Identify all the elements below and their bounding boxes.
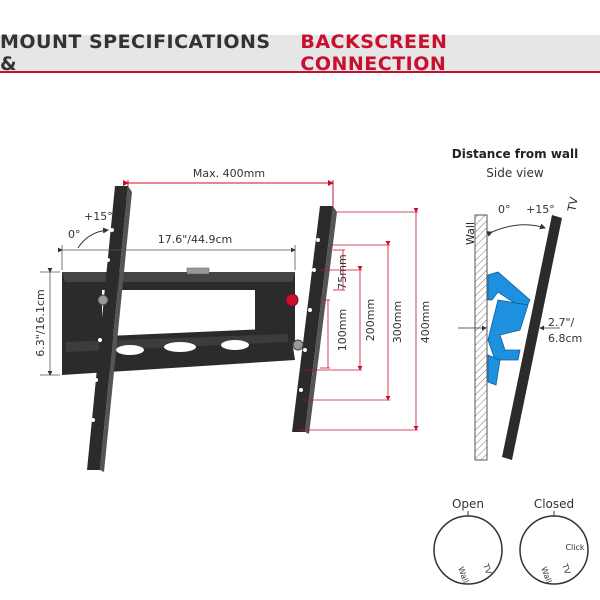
side-angle-zero: 0° [498, 203, 511, 216]
open-state: Open Wall TV [433, 497, 503, 586]
side-distance-line2: 6.8cm [548, 332, 582, 345]
click-label: Click [565, 543, 584, 552]
right-bracket-arm [292, 206, 337, 434]
height-dimension: 6.3"/16.1cm [33, 268, 60, 376]
header-title-accent: BACKSCREEN CONNECTION [300, 31, 448, 75]
tilt-angle-max: +15° [84, 210, 113, 223]
max-width-dimension: Max. 400mm [123, 167, 334, 206]
wall-plate [62, 267, 295, 375]
side-view: Distance from wall Side view Wall TV 0° … [452, 147, 582, 461]
open-label: Open [452, 497, 484, 511]
side-wall-label: Wall [464, 222, 477, 245]
side-bracket [487, 271, 531, 311]
side-distance-line1: 2.7"/ [548, 316, 575, 329]
width-dim-label: 17.6"/44.9cm [158, 233, 233, 246]
tilt-angle-zero: 0° [68, 228, 81, 241]
width-dimension: 17.6"/44.9cm [58, 232, 296, 270]
vesa-75: 75mm [336, 254, 349, 289]
vesa-300: 300mm [391, 301, 404, 343]
lock-knob [285, 293, 299, 307]
open-tv-label: TV [481, 562, 494, 576]
tilt-angle-indicator: 0° +15° [68, 210, 113, 249]
closed-label: Closed [534, 497, 574, 511]
closed-state: Closed Click Wall TV [519, 497, 589, 586]
side-tv [502, 215, 562, 460]
header-title-main: MOUNT SPECIFICATIONS & [0, 31, 271, 75]
header-banner: MOUNT SPECIFICATIONS & BACKSCREEN CONNEC… [0, 31, 600, 75]
vesa-100: 100mm [336, 309, 349, 351]
height-dim-label: 6.3"/16.1cm [34, 289, 47, 357]
left-bracket-arm [87, 186, 132, 472]
max-width-label: Max. 400mm [193, 167, 265, 180]
side-view-subtitle: Side view [486, 166, 544, 180]
closed-tv-label: TV [560, 562, 573, 576]
side-view-title: Distance from wall [452, 147, 579, 161]
vesa-400: 400mm [419, 301, 432, 343]
vesa-height-dimensions: 75mm 100mm 200mm 300mm 400mm [298, 208, 432, 431]
side-wall [474, 214, 488, 461]
vesa-200: 200mm [364, 299, 377, 341]
side-tv-label: TV [565, 196, 581, 214]
side-angle-max: +15° [526, 203, 555, 216]
